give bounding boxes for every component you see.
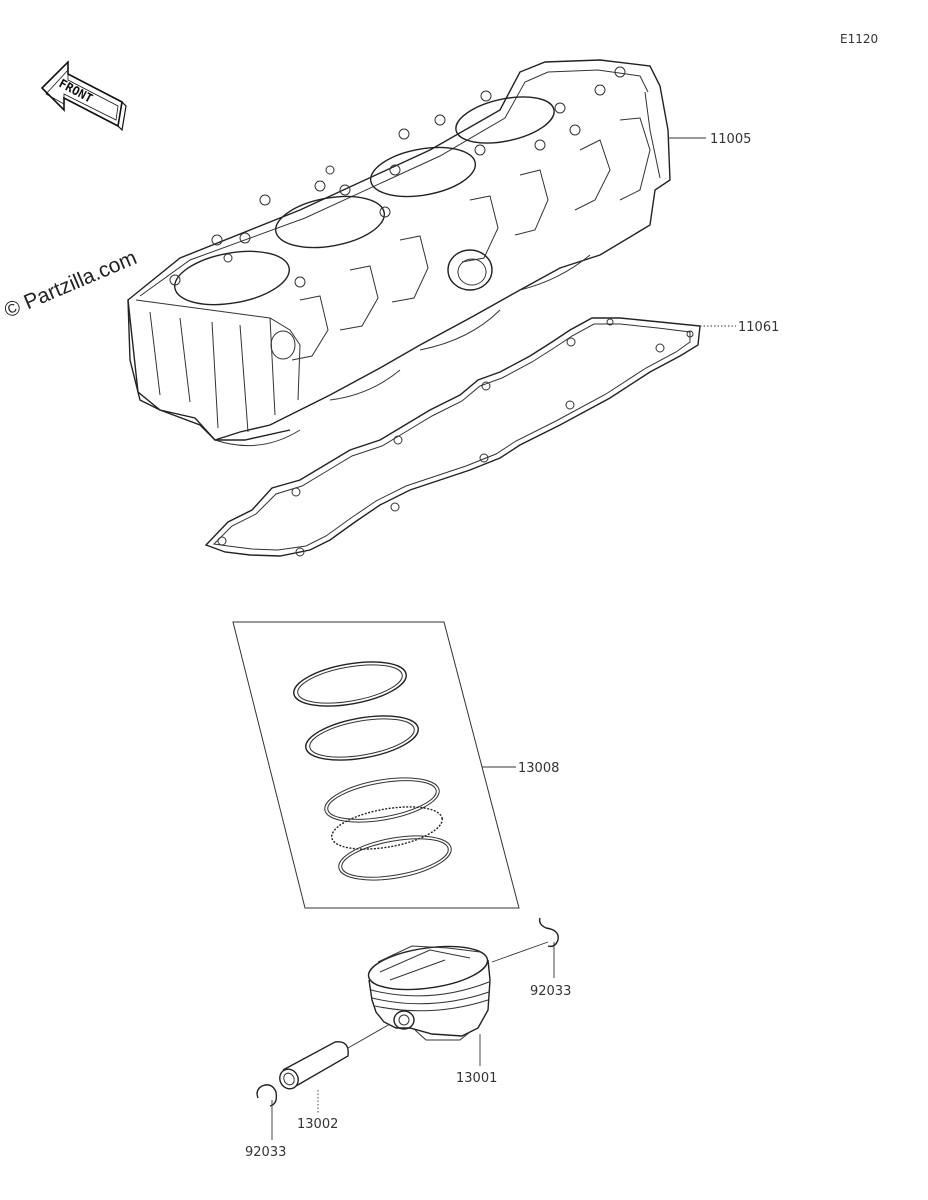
cylinder-gasket[interactable] [204, 317, 701, 557]
piston-pin[interactable] [276, 1041, 349, 1092]
part-label-cylinder[interactable]: 11005 [710, 132, 751, 147]
watermark: © Partzilla.com [1, 246, 140, 322]
cylinder-block[interactable] [127, 59, 671, 447]
piston-ring-set[interactable] [232, 621, 520, 909]
part-label-piston-pin[interactable]: 13002 [297, 1117, 338, 1132]
part-label-piston[interactable]: 13001 [456, 1071, 497, 1086]
front-arrow-icon [40, 60, 127, 132]
snap-ring-right[interactable] [538, 917, 559, 948]
part-label-snap-ring-left[interactable]: 92033 [245, 1145, 286, 1160]
part-label-gasket[interactable]: 11061 [738, 320, 779, 335]
piston[interactable] [366, 940, 491, 1041]
part-label-ring-set[interactable]: 13008 [518, 761, 559, 776]
diagram-code: E1120 [840, 32, 878, 46]
part-label-snap-ring-right[interactable]: 92033 [530, 984, 571, 999]
snap-ring-left[interactable] [256, 1084, 278, 1107]
